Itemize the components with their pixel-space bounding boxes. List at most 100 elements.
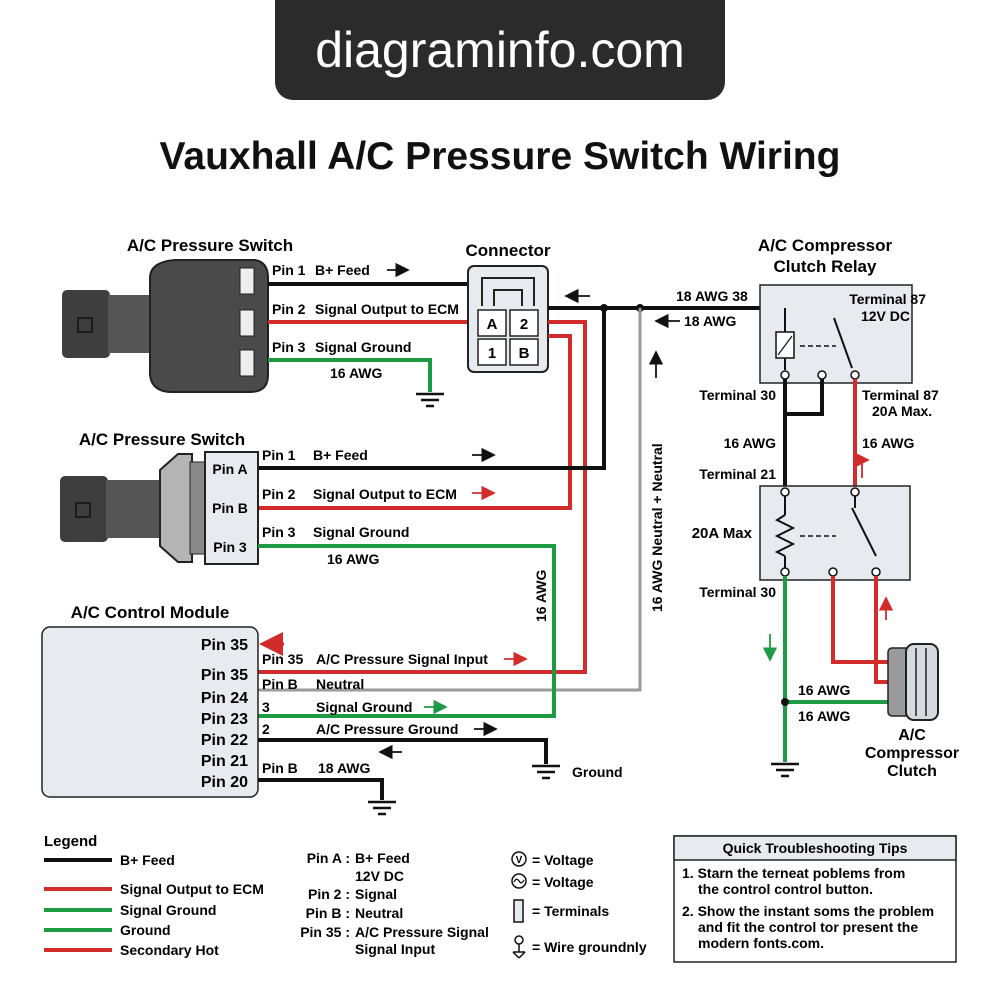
control-module: A/C Control Module Pin 35 Pin 35 Pin 24 …: [41, 603, 259, 798]
symbol-label: = Terminals: [532, 903, 609, 919]
compressor-clutch: A/C Compressor Clutch: [865, 643, 959, 780]
switch1-pin2-name: Signal Output to ECM: [315, 301, 459, 317]
ground-icon: [416, 392, 444, 408]
wire-signal-ground: [258, 544, 556, 718]
switch2-pin2-label: Pin 2: [262, 486, 296, 502]
module-wire-pin: 3: [262, 699, 270, 715]
relay-awg-right: 16 AWG: [862, 435, 914, 451]
clutch-awg-2: 16 AWG: [798, 708, 850, 724]
switch1-title: A/C Pressure Switch: [127, 236, 293, 255]
module-wire-pin: 2: [262, 721, 270, 737]
connector-cell-a: A: [487, 316, 498, 333]
pressure-switch-1: A/C Pressure Switch: [62, 236, 293, 393]
wire-switch1-ground: [268, 358, 432, 392]
module-pin: Pin 24: [201, 690, 248, 707]
neutral-gauge-label: 16 AWG Neutral + Neutral: [649, 443, 665, 612]
symbol-key: V = Voltage = Voltage = Terminals = Wire…: [511, 851, 647, 959]
switch2-pin2-name: Signal Output to ECM: [313, 486, 457, 502]
clutch-label-3: Clutch: [887, 763, 937, 780]
relay-feed-gauge2: 18 AWG: [684, 313, 736, 329]
pinkey-pin: Pin A :: [307, 850, 350, 866]
module-pin: Pin 35: [201, 667, 248, 684]
switch1-plug: [62, 290, 110, 358]
module-wire-name: 18 AWG: [318, 760, 370, 776]
module-wire-name: A/C Pressure Signal Input: [316, 651, 488, 667]
clutch-awg-1: 16 AWG: [798, 682, 850, 698]
legend-item: Signal Ground: [120, 902, 216, 918]
wire-ground-icon: [512, 935, 526, 959]
switch1-pin3-name: Signal Ground: [315, 339, 411, 355]
switch2-pin3-label: Pin 3: [262, 524, 296, 540]
symbol-label: = Voltage: [532, 874, 594, 890]
pinkey-pin: Pin B :: [306, 905, 350, 921]
relay-feed-gauge: 18 AWG 38: [676, 288, 748, 304]
relay-t30-bottom: Terminal 30: [699, 584, 776, 600]
module-pin: Pin 20: [201, 774, 248, 791]
switch1-pin2-label: Pin 2: [272, 301, 306, 317]
relay-t87-2-max: 20A Max.: [872, 403, 932, 419]
tips-line: 2. Show the instant soms the problem: [682, 903, 934, 919]
page-title: Vauxhall A/C Pressure Switch Wiring: [159, 135, 841, 178]
relay-max-rating: 20A Max: [692, 525, 753, 542]
site-banner: diagraminfo.com: [275, 0, 725, 100]
ground-icon: [771, 762, 799, 778]
switch2-pin-3: Pin 3: [213, 539, 247, 555]
connector-cell-2: 2: [520, 316, 528, 333]
connector-cell-b: B: [519, 345, 530, 362]
legend-item: Signal Output to ECM: [120, 881, 264, 897]
tips-title: Quick Troubleshooting Tips: [723, 840, 908, 856]
legend-title: Legend: [44, 833, 97, 850]
relay-t87-2: Terminal 87: [862, 387, 939, 403]
legend-item: B+ Feed: [120, 852, 175, 868]
module-pin: Pin 22: [201, 732, 248, 749]
ground-icon: [368, 800, 396, 816]
wire-module-ground: [258, 778, 384, 800]
module-wire-pin: Pin B: [262, 676, 298, 692]
wire-signal-to-module: [258, 320, 587, 674]
switch1-gauge: 16 AWG: [330, 365, 382, 381]
switch2-pin-a: Pin A: [212, 461, 247, 477]
module-pin: Pin 35: [201, 637, 248, 654]
switch2-pin1-label: Pin 1: [262, 447, 296, 463]
module-wire-pin: Pin B: [262, 760, 298, 776]
legend-item: Secondary Hot: [120, 942, 219, 958]
tips-line: 1. Starn the terneat poblems from: [682, 865, 905, 881]
switch1-pin1-name: B+ Feed: [315, 262, 370, 278]
switch1-body: [149, 259, 269, 393]
troubleshooting-tips: Quick Troubleshooting Tips 1. Starn the …: [673, 835, 957, 963]
module-pin: Pin 21: [201, 753, 248, 770]
wire-switch2-signal: [258, 334, 572, 510]
module-wire-name: Neutral: [316, 676, 364, 692]
ground-label: Ground: [572, 764, 623, 780]
ground-icon: [532, 764, 560, 780]
switch2-title: A/C Pressure Switch: [79, 430, 245, 449]
relay-t87-voltage: 12V DC: [861, 308, 910, 324]
switch2-pin-b: Pin B: [212, 500, 248, 516]
relay-t87-label: Terminal 87: [849, 291, 926, 307]
tips-line: and fit the control tor present the: [698, 919, 918, 935]
tips-line: modern fonts.com.: [698, 935, 824, 951]
clutch-label-2: Compressor: [865, 745, 959, 762]
wire-pressure-ground: [258, 738, 548, 764]
wire-neutral: [258, 308, 642, 692]
connector-cell-1: 1: [488, 345, 496, 362]
clutch-label-1: A/C: [898, 727, 926, 744]
pinkey-desc: Neutral: [355, 905, 403, 921]
switch1-pin3-label: Pin 3: [272, 339, 306, 355]
switch1-pin1-label: Pin 1: [272, 262, 306, 278]
pressure-switch-2: A/C Pressure Switch Pin A Pin B Pin 3: [60, 430, 259, 565]
connector-title: Connector: [466, 241, 551, 260]
module-wire-name: Signal Ground: [316, 699, 412, 715]
symbol-label: = Voltage: [532, 852, 594, 868]
relay-lower: [759, 485, 911, 581]
module-wire-pin: Pin 35: [262, 651, 303, 667]
tips-line: the control control button.: [698, 881, 873, 897]
compressor-relay: A/C Compressor Clutch Relay Terminal 87 …: [758, 236, 926, 384]
relay-awg-left: 16 AWG: [724, 435, 776, 451]
switch2-pin3-name: Signal Ground: [313, 524, 409, 540]
vertical-gauge-label: 16 AWG: [533, 570, 549, 622]
relay-title-2: Clutch Relay: [774, 257, 878, 276]
wire-clutch-hot-1: [831, 576, 890, 664]
pinkey-pin: Pin 2 :: [308, 886, 350, 902]
